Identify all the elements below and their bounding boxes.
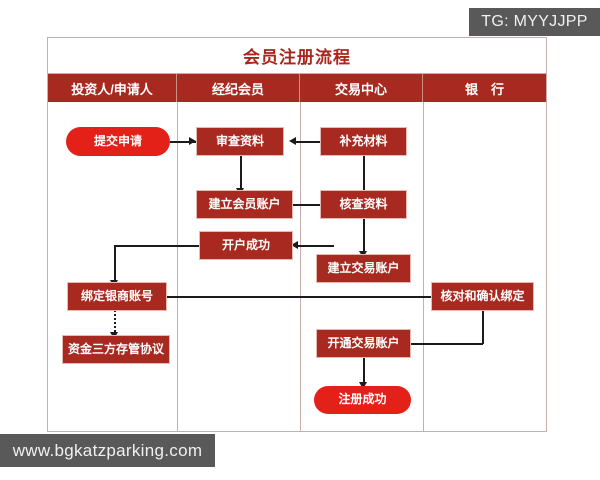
arrowhead-submit-to-review [189,137,196,145]
node-registration-success-label: 注册成功 [338,392,387,407]
connector-supplement-to-verify [363,156,365,192]
connector-review-to-create-member [240,156,242,192]
lane-separator-3 [423,102,424,432]
node-review-materials-label: 审查资料 [215,133,264,148]
connector-bind-to-custody [114,310,116,336]
connector-supplement-to-review [293,141,334,143]
node-submit-application[interactable]: 提交申请 [66,127,170,156]
node-enable-trade-account[interactable]: 开通交易账户 [316,329,411,358]
lane-separator-1 [177,102,178,432]
node-bind-bank-account[interactable]: 绑定银商账号 [67,282,167,311]
node-confirm-binding[interactable]: 核对和确认绑定 [431,282,534,311]
node-enable-trade-account-label: 开通交易账户 [327,335,400,350]
node-create-trade-account[interactable]: 建立交易账户 [316,254,411,283]
node-confirm-binding-label: 核对和确认绑定 [440,288,525,303]
website-watermark-text: www.bgkatzparking.com [12,440,203,460]
telegram-watermark: TG: MYYJJPP [469,8,600,36]
telegram-watermark-text: TG: MYYJJPP [481,13,588,30]
connector-bind-to-confirm [167,296,477,298]
connector-enable-to-success [363,358,365,386]
node-bind-bank-account-label: 绑定银商账号 [80,288,153,303]
connector-submit-to-review [170,141,196,143]
flowchart-title: 会员注册流程 [243,48,351,67]
arrowhead-create-trade-to-account-opened [291,241,298,249]
column-header-broker-label: 经纪会员 [211,81,264,97]
node-custody-agreement-label: 资金三方存管协议 [67,341,164,356]
node-account-opened-label: 开户成功 [221,237,270,252]
node-custody-agreement[interactable]: 资金三方存管协议 [62,335,170,364]
arrowhead-supplement-to-review [289,137,296,145]
connector-create-trade-to-account-opened [296,245,334,247]
swimlane-header-row: 投资人/申请人 经纪会员 交易中心 银 行 [48,74,546,102]
arrowhead-enable-to-success [359,382,367,389]
flowchart-title-bar: 会员注册流程 [48,38,546,74]
node-supplement-materials-label: 补充材料 [339,133,388,148]
connector-verify-to-create-trade [363,219,365,255]
node-account-opened[interactable]: 开户成功 [199,231,293,260]
column-header-investor-label: 投资人/申请人 [71,81,153,97]
website-watermark: www.bgkatzparking.com [0,434,215,467]
connector-account-opened-to-bind-h [114,245,199,247]
connector-confirm-to-enable-v [482,311,484,344]
node-create-trade-account-label: 建立交易账户 [327,260,400,275]
node-verify-materials[interactable]: 核查资料 [320,190,407,219]
column-header-broker: 经纪会员 [177,74,300,102]
column-header-trading-center-label: 交易中心 [334,81,387,97]
connector-account-opened-to-bind-v [114,245,116,284]
flowchart-container: 会员注册流程 投资人/申请人 经纪会员 交易中心 银 行 [47,37,547,432]
node-supplement-materials[interactable]: 补充材料 [320,127,407,156]
connector-create-member-to-verify [293,204,327,206]
node-submit-application-label: 提交申请 [93,133,142,148]
column-header-trading-center: 交易中心 [300,74,423,102]
column-header-bank: 银 行 [423,74,546,102]
node-create-member-account[interactable]: 建立会员账户 [196,190,293,219]
connector-confirm-to-enable-h [368,343,483,345]
column-header-bank-label: 银 行 [464,81,504,97]
column-header-investor: 投资人/申请人 [48,74,177,102]
node-registration-success[interactable]: 注册成功 [314,386,411,414]
node-review-materials[interactable]: 审查资料 [196,127,284,156]
lane-separator-2 [300,102,301,432]
node-verify-materials-label: 核查资料 [339,196,388,211]
node-create-member-account-label: 建立会员账户 [208,196,281,211]
